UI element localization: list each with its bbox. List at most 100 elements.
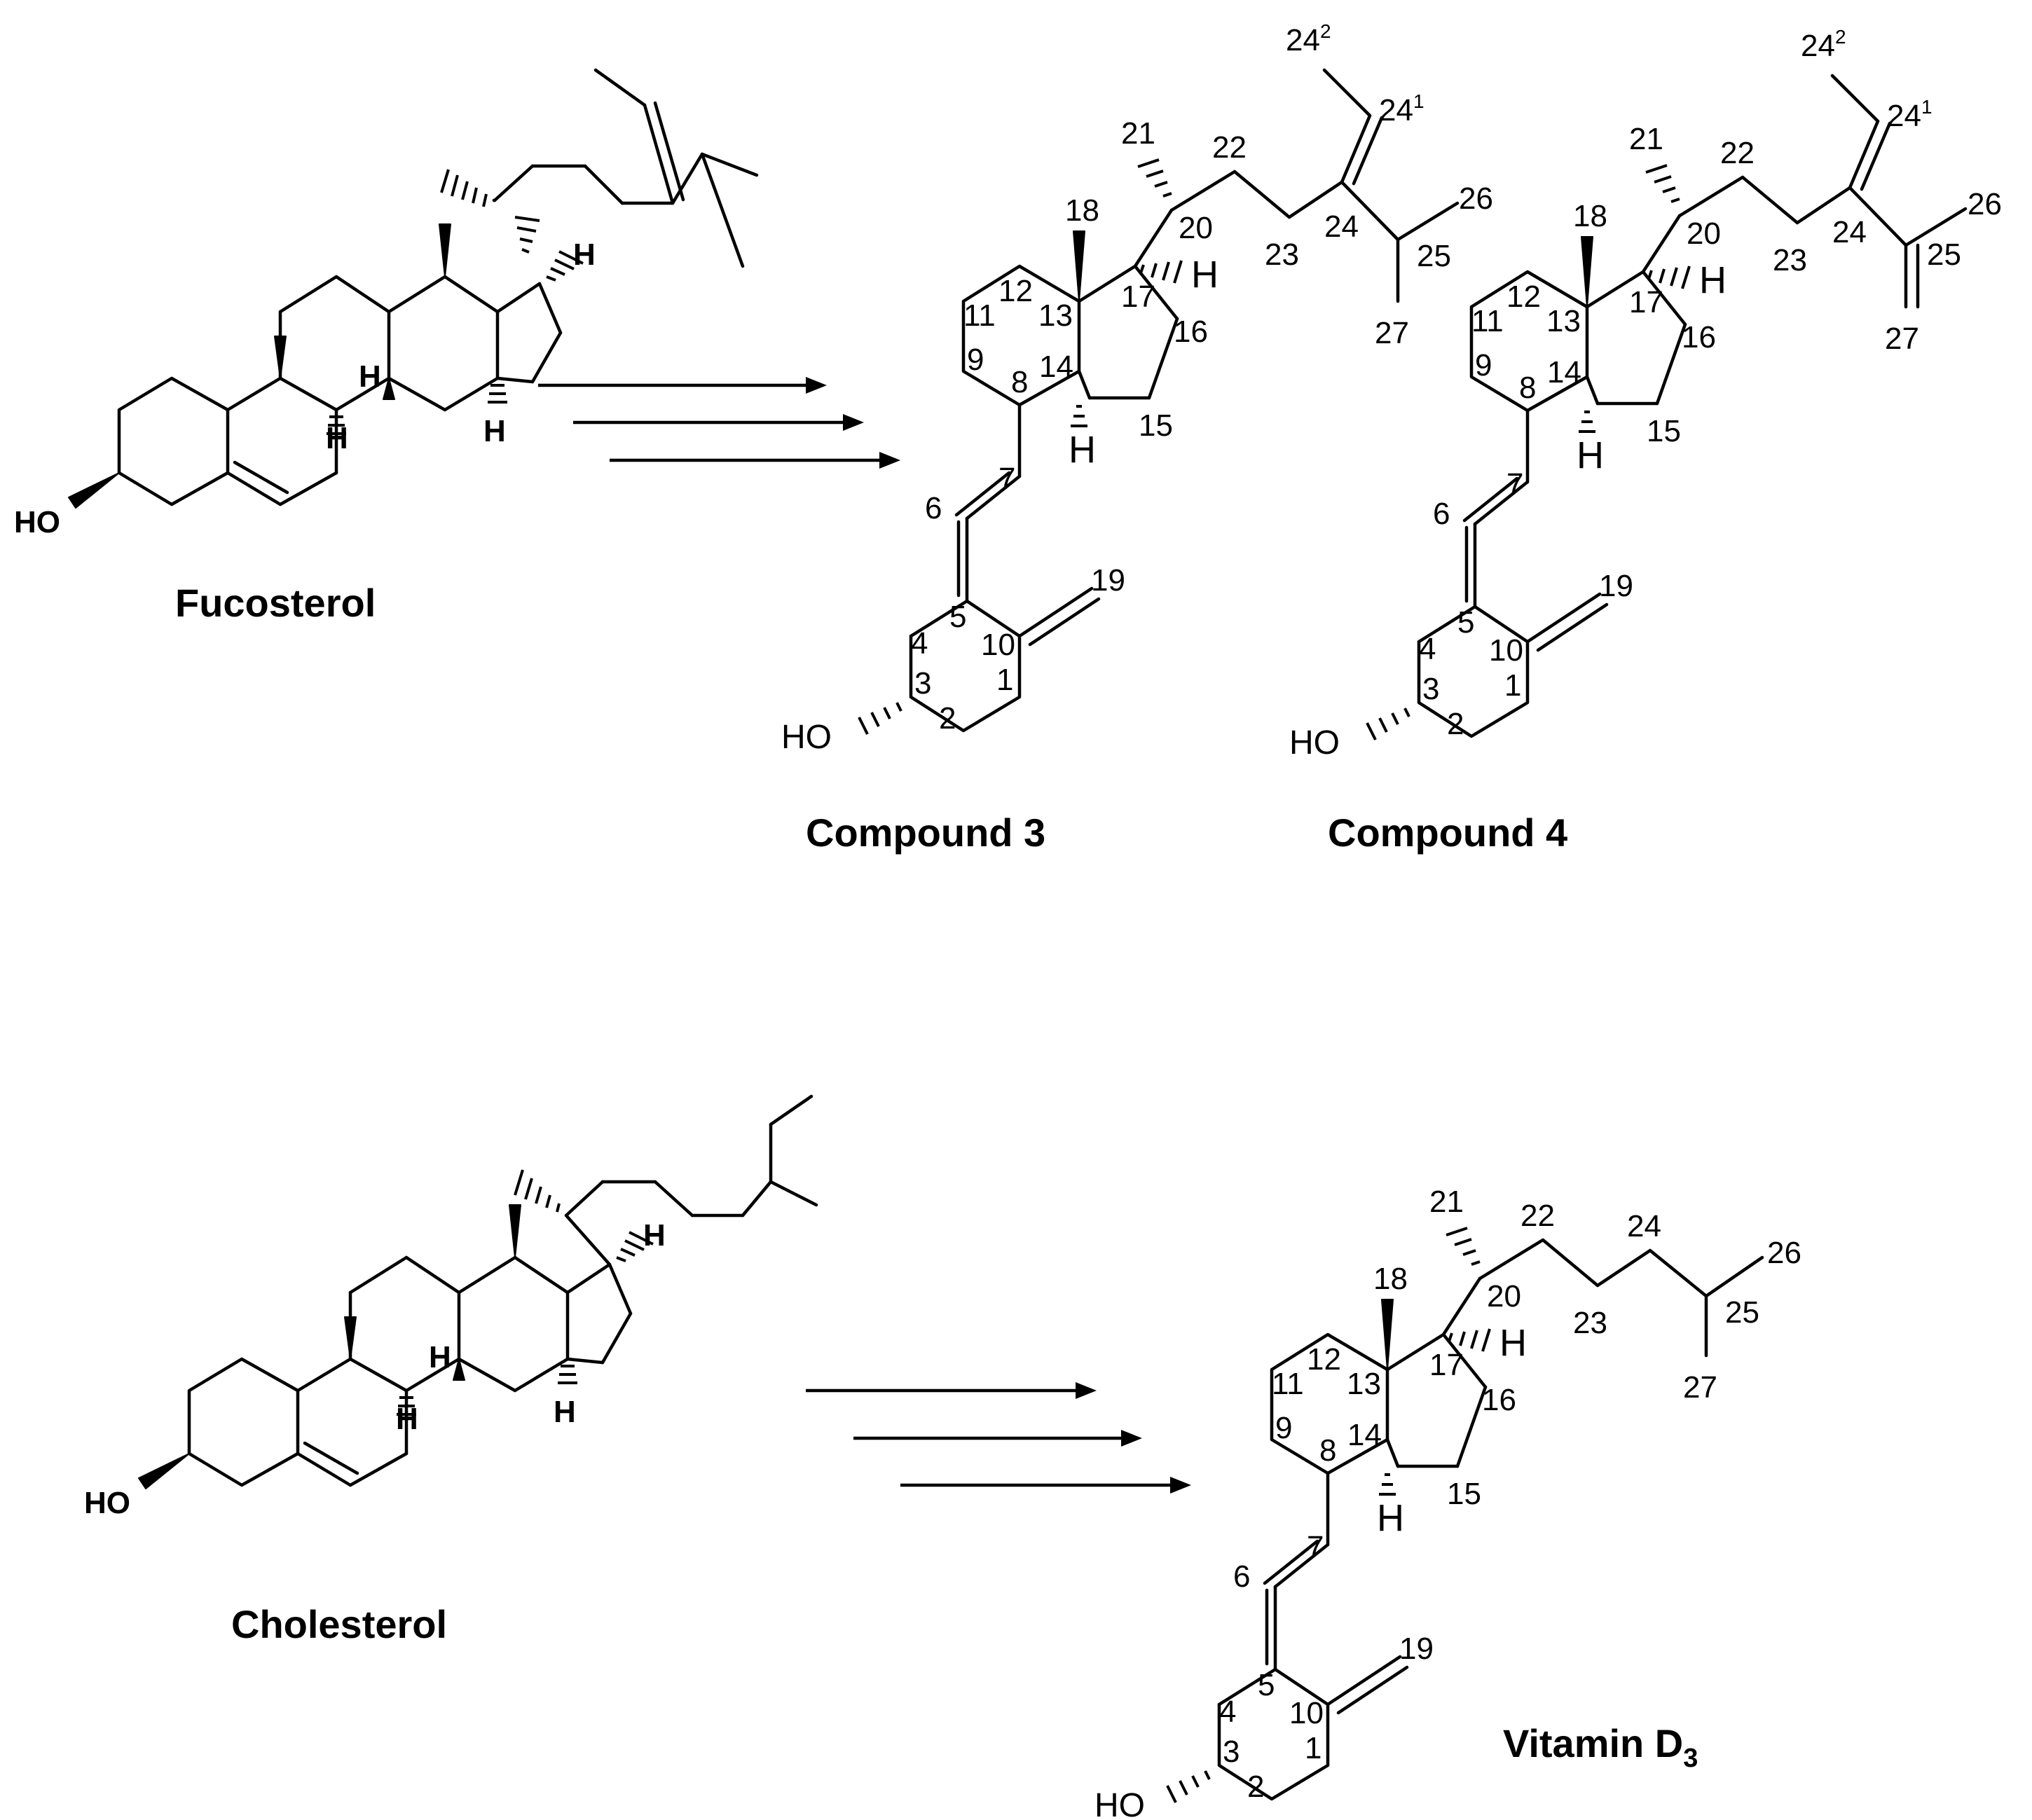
fucosterol-name: Fucosterol	[175, 581, 376, 625]
c3-locant-14: 14	[1039, 350, 1073, 384]
c3-locant-24-2: 242	[1286, 20, 1331, 57]
c4-locant-23: 23	[1773, 243, 1807, 277]
compound-3-hydroxyl-label: HO	[781, 719, 832, 756]
fucosterol-h17-label: H	[573, 237, 596, 272]
c3-locant-23: 23	[1265, 237, 1299, 272]
vd3-locant-5: 5	[1258, 1668, 1275, 1702]
vd3-locant-9: 9	[1275, 1411, 1292, 1445]
compound-4-hydroxyl-label: HO	[1289, 724, 1340, 761]
c4-locant-14: 14	[1547, 355, 1581, 389]
fucosterol-hydroxyl-label: HO	[14, 505, 60, 539]
cholesterol-h8-label: H	[429, 1340, 451, 1374]
c3-locant-1: 1	[996, 663, 1013, 697]
vd3-locant-23: 23	[1573, 1306, 1607, 1340]
cholesterol-h9-label: H	[396, 1402, 418, 1436]
c3-locant-27: 27	[1375, 316, 1409, 350]
vd3-locant-18: 18	[1373, 1262, 1408, 1296]
vd3-locant-25: 25	[1725, 1295, 1759, 1330]
c4-locant-22: 22	[1720, 136, 1755, 170]
c4-locant-5: 5	[1457, 605, 1474, 640]
c4-locant-24-2: 242	[1801, 26, 1846, 63]
c3-locant-20: 20	[1179, 211, 1213, 245]
compound-3-h17-label: H	[1191, 254, 1218, 296]
vd3-locant-4: 4	[1219, 1695, 1236, 1729]
c4-locant-13: 13	[1546, 304, 1581, 338]
c4-locant-3: 3	[1422, 672, 1439, 706]
c3-locant-4: 4	[911, 626, 928, 661]
c4-locant-4: 4	[1419, 632, 1436, 666]
compound-3-name: Compound 3	[806, 811, 1045, 855]
c4-locant-15: 15	[1647, 414, 1681, 448]
c3-locant-22: 22	[1212, 130, 1247, 165]
fucosterol-h8-label: H	[359, 359, 381, 394]
c4-locant-17: 17	[1629, 285, 1663, 319]
c3-locant-13: 13	[1038, 298, 1073, 333]
c3-locant-2: 2	[939, 701, 956, 736]
cholesterol-structure: HO H H H H Cholesterol	[84, 1094, 818, 1646]
vd3-locant-21: 21	[1429, 1185, 1464, 1219]
vitamin-d3-name: Vitamin D3	[1503, 1721, 1698, 1773]
reaction-arrows-bottom	[806, 1382, 1191, 1494]
vd3-locant-1: 1	[1305, 1731, 1322, 1765]
c3-locant-25: 25	[1417, 239, 1451, 273]
c3-locant-12: 12	[998, 274, 1033, 308]
compound-3-h14-label: H	[1069, 429, 1096, 471]
compound-4-h14-label: H	[1577, 434, 1604, 476]
cholesterol-h14-label: H	[554, 1395, 576, 1429]
c3-locant-7: 7	[998, 462, 1015, 496]
vd3-locant-12: 12	[1307, 1342, 1341, 1377]
vd3-locant-2: 2	[1247, 1770, 1264, 1804]
c4-locant-6: 6	[1433, 497, 1450, 531]
vd3-locant-14: 14	[1347, 1418, 1382, 1452]
c4-locant-21: 21	[1629, 122, 1663, 156]
vd3-locant-20: 20	[1487, 1279, 1521, 1314]
c4-locant-20: 20	[1687, 216, 1721, 251]
c4-locant-11: 11	[1471, 304, 1504, 338]
c3-locant-24-1: 241	[1379, 90, 1425, 127]
c4-locant-25: 25	[1927, 237, 1961, 272]
vitamin-d3-h17-label: H	[1499, 1322, 1527, 1364]
c4-locant-7: 7	[1506, 467, 1523, 502]
compound-3-structure: HO H H 11 12 13 14 9 8 17 16 15 18 20 21…	[781, 20, 1493, 855]
c4-locant-24-1: 241	[1887, 96, 1933, 133]
c3-locant-8: 8	[1011, 365, 1028, 399]
c4-locant-24: 24	[1832, 215, 1867, 249]
c3-locant-10: 10	[981, 628, 1015, 662]
vd3-locant-19: 19	[1399, 1632, 1434, 1666]
c3-locant-21: 21	[1121, 116, 1155, 151]
cholesterol-hydroxyl-label: HO	[84, 1486, 130, 1520]
c4-locant-19: 19	[1599, 569, 1633, 603]
c4-locant-1: 1	[1504, 668, 1521, 703]
vd3-locant-15: 15	[1447, 1477, 1481, 1511]
c3-locant-16: 16	[1174, 315, 1208, 349]
compound-4-structure: HO H H 11 12 13 14 9 8 17 16 15 18 20 21…	[1289, 26, 2002, 855]
c4-locant-12: 12	[1506, 280, 1541, 314]
vd3-locant-27: 27	[1683, 1370, 1717, 1405]
c4-locant-8: 8	[1519, 371, 1536, 405]
vd3-locant-3: 3	[1223, 1735, 1240, 1769]
c3-locant-26: 26	[1459, 181, 1493, 216]
c3-locant-11: 11	[963, 298, 996, 333]
c4-locant-27: 27	[1885, 322, 1919, 356]
compound-4-name: Compound 4	[1328, 811, 1567, 855]
fucosterol-h9-label: H	[326, 421, 348, 455]
fucosterol-structure: HO H H H H Fucosterol	[14, 68, 759, 625]
c3-locant-15: 15	[1139, 408, 1173, 443]
vd3-locant-16: 16	[1482, 1383, 1516, 1417]
c4-locant-9: 9	[1475, 348, 1492, 382]
reaction-arrows-top	[538, 377, 900, 469]
vd3-locant-7: 7	[1307, 1530, 1324, 1564]
c3-locant-9: 9	[967, 343, 984, 377]
vd3-locant-22: 22	[1520, 1199, 1555, 1233]
vd3-locant-10: 10	[1289, 1696, 1324, 1730]
vitamin-d3-h14-label: H	[1377, 1497, 1404, 1539]
c3-locant-18: 18	[1065, 193, 1099, 228]
vitamin-d3-hydroxyl-label: HO	[1094, 1787, 1145, 1820]
vitamin-d3-structure: HO H H 11 12 13 14 9 8 17 16 15 18 20 21…	[1094, 1185, 1801, 1820]
vd3-locant-26: 26	[1767, 1236, 1801, 1270]
fucosterol-h14-label: H	[483, 414, 506, 448]
c3-locant-6: 6	[925, 491, 942, 525]
c4-locant-26: 26	[1968, 187, 2002, 221]
vd3-locant-24: 24	[1627, 1209, 1661, 1243]
